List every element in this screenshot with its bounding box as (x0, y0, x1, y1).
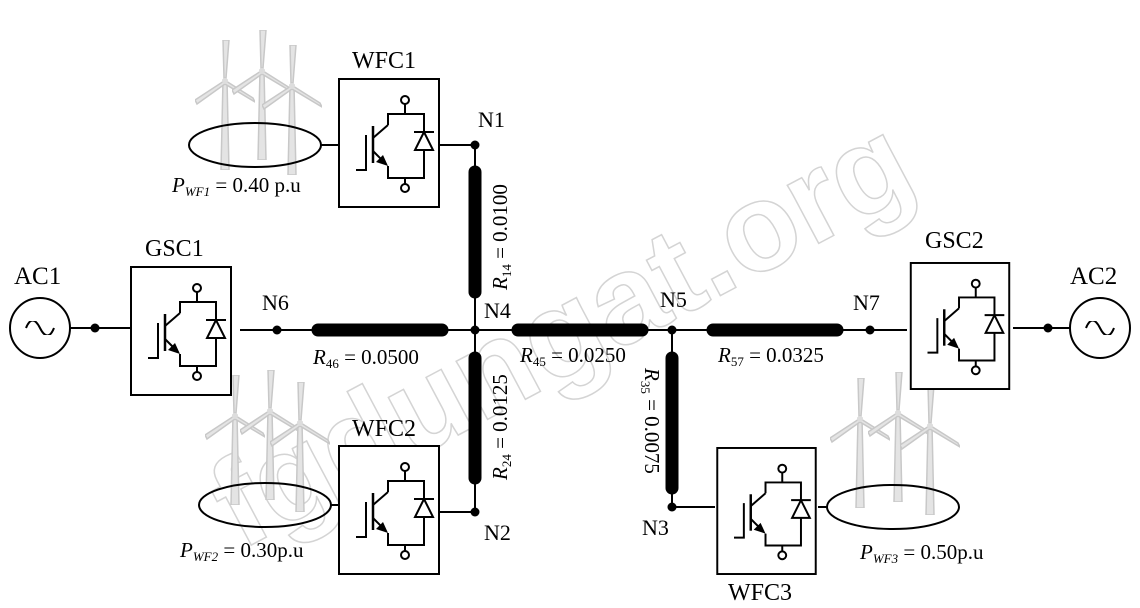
wf1-power-label: PWF1 = 0.40 p.u (171, 173, 301, 199)
node-n5-label: N5 (660, 287, 687, 312)
ac2-label: AC2 (1070, 263, 1117, 290)
gsc2-label: GSC2 (925, 228, 984, 254)
ac2-source (1069, 297, 1131, 359)
node-n7-label: N7 (853, 290, 880, 315)
r14-label: R14 = 0.0100 (488, 184, 514, 291)
r46-label: R46 = 0.0500 (312, 345, 419, 371)
wind-farm-1-ellipse (188, 122, 322, 168)
r45-label: R45 = 0.0250 (519, 343, 626, 369)
ac1-source (9, 297, 71, 359)
node-n1-label: N1 (478, 107, 505, 132)
gsc1-label: GSC1 (145, 236, 204, 262)
wind-farm-2-ellipse (198, 482, 332, 528)
wf3-power-label: PWF3 = 0.50p.u (859, 540, 984, 566)
wfc2-label: WFC2 (352, 416, 416, 442)
wfc2-converter (339, 446, 439, 574)
wf2-power-label: PWF2 = 0.30p.u (179, 538, 304, 564)
wfc3-label: WFC3 (728, 580, 792, 606)
wind-farm-3-ellipse (826, 484, 960, 530)
wfc1-label: WFC1 (352, 48, 416, 74)
node-n2-label: N2 (484, 520, 511, 545)
wfc3-converter (716, 447, 817, 575)
gsc1-converter (131, 267, 231, 395)
ac1-label: AC1 (14, 263, 61, 290)
wind-farm-1-turbines (195, 30, 322, 175)
r57-label: R57 = 0.0325 (717, 343, 824, 369)
wind-farm-3-turbines (830, 372, 960, 515)
gsc2-converter (909, 262, 1011, 390)
node-dots (90, 140, 1053, 517)
r24-label: R24 = 0.0125 (488, 374, 514, 481)
wfc1-converter (339, 79, 439, 207)
node-n4-label: N4 (484, 298, 511, 323)
node-n3-label: N3 (642, 515, 669, 540)
node-n6-label: N6 (262, 290, 289, 315)
r35-label: R35 = 0.0075 (638, 367, 664, 474)
